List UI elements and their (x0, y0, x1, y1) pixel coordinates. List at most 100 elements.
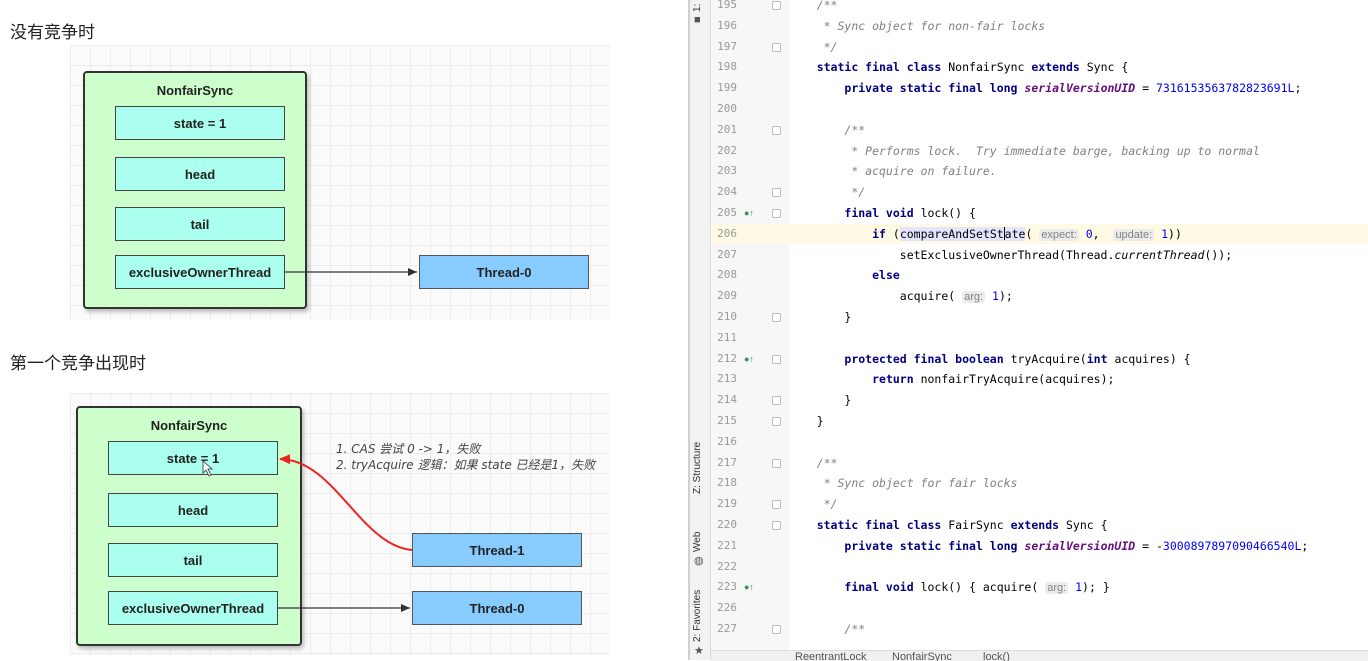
code-line[interactable]: * Sync object for fair locks (823, 476, 1018, 491)
line-number: 218 (717, 476, 737, 490)
code-line[interactable]: static final class FairSync extends Sync… (816, 518, 1108, 532)
code-line[interactable]: /** (816, 455, 838, 470)
line-number: 205 (717, 206, 737, 219)
code-line[interactable]: static final class NonfairSync extends S… (816, 60, 1129, 75)
container-title: NonfairSync (150, 418, 228, 433)
code-line[interactable]: acquire( arg: 1); (789, 289, 1013, 304)
line-number: 222 (717, 559, 737, 573)
field-tail: tail (108, 543, 278, 577)
code-line[interactable]: return nonfairTryAcquire(acquires); (872, 372, 1115, 387)
ide-editor: 1: ■ Z: Structure Web ◍ 2: Favorites ★ 1… (690, 0, 1368, 661)
fold-marker-icon[interactable] (772, 42, 781, 52)
field-tail: tail (115, 207, 285, 241)
line-number: 197 (717, 39, 737, 53)
line-number: 199 (717, 81, 737, 95)
note-cas-attempt: 1. CAS 尝试 0 -> 1，失败 (336, 442, 481, 456)
fold-marker-icon[interactable] (772, 625, 781, 634)
thread-0-box: Thread-0 (412, 591, 582, 625)
tab-favorites[interactable]: 2: Favorites (692, 589, 703, 642)
code-line[interactable]: final void lock() { (844, 206, 976, 220)
tab-structure[interactable]: Z: Structure (692, 441, 703, 494)
code-line[interactable]: private static final long serialVersionU… (844, 538, 1309, 553)
code-line[interactable]: */ (823, 39, 838, 54)
line-number: 212 (717, 351, 737, 365)
line-number: 201 (717, 122, 737, 136)
diagram-panel: 没有竞争时 NonfairSync state = 1 head tail ex… (10, 23, 610, 655)
line-number: 202 (717, 143, 737, 157)
line-number: 204 (717, 185, 737, 199)
line-number: 195 (717, 0, 737, 11)
folder-icon[interactable]: ■ (694, 14, 701, 26)
code-line[interactable]: */ (823, 497, 838, 512)
code-line[interactable]: /** (816, 0, 838, 12)
code-area[interactable]: /** * Sync object for non-fair locks */ … (789, 0, 1368, 650)
code-line[interactable]: final void lock() { acquire( arg: 1); } (844, 580, 1110, 595)
breadcrumb-item-method[interactable]: lock() (983, 651, 1010, 661)
line-number: 217 (717, 455, 737, 469)
code-line[interactable]: setExclusiveOwnerThread(Thread.currentTh… (789, 247, 1233, 262)
code-line[interactable]: * acquire on failure. (851, 164, 997, 179)
fold-marker-icon[interactable] (772, 396, 781, 406)
fold-marker-icon[interactable] (772, 417, 781, 426)
line-number: 215 (717, 414, 737, 427)
line-number: 223 (717, 580, 737, 594)
line-number: 209 (717, 289, 737, 303)
code-line[interactable]: else (872, 268, 900, 283)
tab-project[interactable]: 1: (692, 3, 703, 12)
code-line[interactable]: /** (844, 122, 866, 137)
line-number: 196 (717, 18, 737, 32)
globe-icon[interactable]: ◍ (694, 555, 704, 567)
heading-no-contention: 没有竞争时 (10, 23, 95, 43)
code-line[interactable]: private static final long serialVersionU… (844, 81, 1302, 96)
field-head: head (108, 493, 278, 527)
line-number: 211 (717, 330, 737, 344)
breadcrumb-item-inner-class[interactable]: NonfairSync (892, 651, 952, 661)
fold-marker-icon[interactable] (772, 500, 781, 510)
fold-marker-icon[interactable] (772, 125, 781, 135)
line-number: 220 (717, 518, 737, 531)
current-line-gutter-highlight (711, 223, 789, 244)
override-marker-icon[interactable]: ●↑ (744, 353, 754, 364)
code-line[interactable]: } (789, 414, 824, 428)
split-divider[interactable] (688, 0, 690, 660)
tool-window-strip: 1: ■ Z: Structure Web ◍ 2: Favorites ★ (690, 0, 711, 660)
line-number: 219 (717, 497, 737, 511)
fold-marker-icon[interactable] (772, 1, 781, 10)
fold-marker-icon[interactable] (772, 354, 781, 364)
line-number: 216 (717, 434, 737, 448)
fold-marker-icon[interactable] (772, 209, 781, 218)
code-line[interactable]: /** (844, 622, 866, 636)
fold-marker-icon[interactable] (772, 458, 781, 468)
field-state: state = 1 (115, 106, 285, 140)
thread-0-box: Thread-0 (419, 255, 589, 289)
breadcrumb-item-class[interactable]: ReentrantLock (795, 651, 867, 661)
line-number: 203 (717, 164, 737, 178)
fold-marker-icon[interactable] (772, 313, 781, 322)
line-number: 206 (717, 226, 737, 240)
fold-marker-icon[interactable] (772, 188, 781, 198)
override-marker-icon[interactable]: ●↑ (744, 208, 754, 218)
line-number: 213 (717, 372, 737, 386)
field-exclusive-owner-thread: exclusiveOwnerThread (115, 255, 285, 289)
code-line[interactable]: if (compareAndSetState( expect: 0, updat… (872, 226, 1182, 241)
tab-web[interactable]: Web (692, 531, 703, 552)
override-marker-icon[interactable]: ●↑ (744, 582, 754, 593)
line-number: 221 (717, 538, 737, 552)
line-number: 207 (717, 247, 737, 261)
line-number: 210 (717, 310, 737, 323)
line-number: 208 (717, 268, 737, 282)
line-number: 227 (717, 622, 737, 635)
code-line[interactable]: * Sync object for non-fair locks (823, 18, 1046, 33)
code-line[interactable]: protected final boolean tryAcquire(int a… (844, 351, 1191, 366)
star-icon[interactable]: ★ (694, 645, 704, 657)
code-line[interactable]: } (789, 393, 852, 408)
line-number: 198 (717, 60, 737, 74)
code-line[interactable]: */ (851, 185, 866, 200)
line-number: 226 (717, 601, 737, 615)
fold-marker-icon[interactable] (772, 521, 781, 530)
container-title: NonfairSync (156, 83, 234, 98)
field-head: head (115, 157, 285, 191)
code-line[interactable]: * Performs lock. Try immediate barge, ba… (851, 143, 1260, 158)
code-line[interactable]: } (789, 310, 852, 324)
